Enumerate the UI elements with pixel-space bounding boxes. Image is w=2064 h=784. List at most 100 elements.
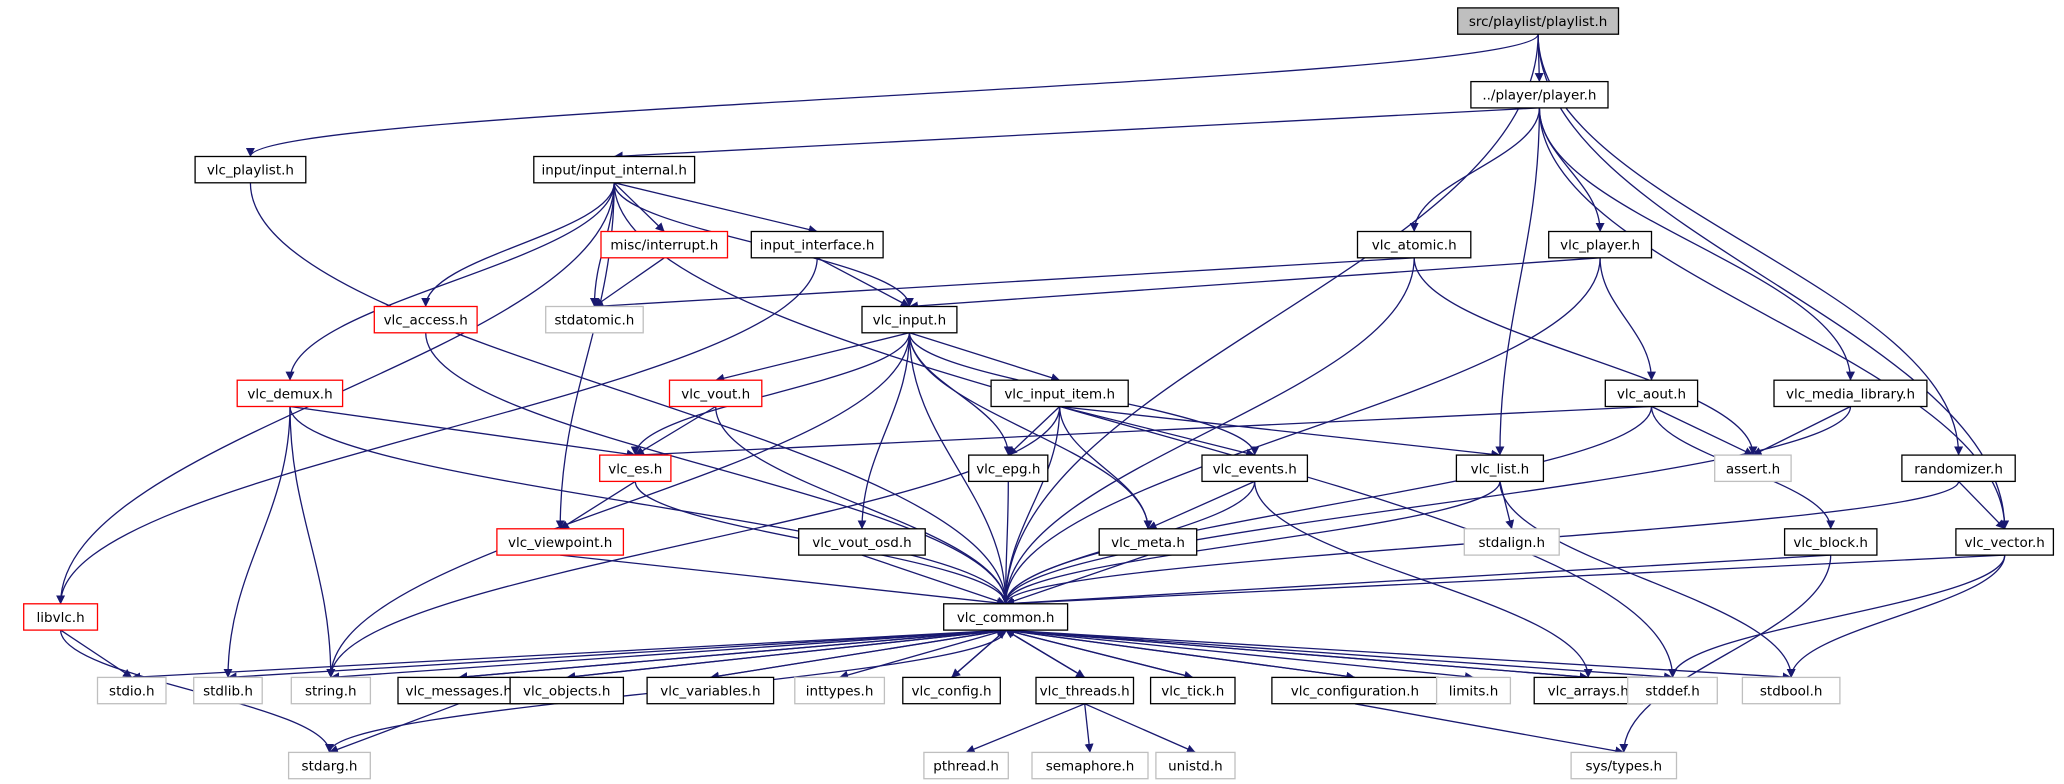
node-label: vlc_epg.h bbox=[976, 461, 1040, 477]
edge-vlc-epg-to-vlc-common bbox=[1001, 481, 1011, 605]
node-limits[interactable]: limits.h bbox=[1435, 676, 1512, 705]
node-box bbox=[1955, 528, 2055, 556]
node-label: vlc_playlist.h bbox=[207, 163, 294, 179]
edge-vlc-input-item-to-vlc-common bbox=[1001, 406, 1061, 605]
node-vlc-arrays[interactable]: vlc_arrays.h bbox=[1533, 676, 1643, 705]
edge-randomizer-to-vlc-vector bbox=[1958, 480, 2006, 530]
edge-vlc-atomic-to-vlc-common bbox=[1001, 257, 1415, 605]
node-vlc-aout[interactable]: vlc_aout.h bbox=[1604, 379, 1699, 408]
edge-vlc-vout-to-vlc-es bbox=[634, 405, 717, 456]
node-assert[interactable]: assert.h bbox=[1714, 454, 1792, 483]
node-box bbox=[1149, 676, 1236, 705]
node-stdatomic[interactable]: stdatomic.h bbox=[545, 305, 644, 334]
node-stdio[interactable]: stdio.h bbox=[96, 676, 167, 705]
edge-vlc-demux-to-stdlib bbox=[223, 406, 291, 678]
node-label: vlc_messages.h bbox=[405, 684, 511, 700]
node-vlc-vout-osd[interactable]: vlc_vout_osd.h bbox=[798, 528, 926, 556]
node-vlc-meta[interactable]: vlc_meta.h bbox=[1098, 528, 1198, 556]
edge-vlc-meta-to-vlc-common bbox=[1005, 554, 1149, 606]
node-vlc-vector[interactable]: vlc_vector.h bbox=[1955, 528, 2055, 556]
node-input-interface[interactable]: input_interface.h bbox=[750, 230, 884, 259]
edge-vlc-messages-to-stdarg bbox=[329, 703, 459, 754]
node-semaphore[interactable]: semaphore.h bbox=[1031, 751, 1149, 780]
edge-vlc-threads-to-semaphore bbox=[1084, 703, 1094, 753]
node-stdarg[interactable]: stdarg.h bbox=[287, 751, 371, 780]
edge-layer bbox=[56, 33, 2010, 756]
node-box bbox=[923, 751, 1009, 780]
node-vlc-messages[interactable]: vlc_messages.h bbox=[397, 676, 520, 705]
edge-vlc-list-to-vlc-common bbox=[1001, 481, 1501, 605]
edge-vlc-input-item-to-vlc-list bbox=[1059, 405, 1501, 459]
node-stddef[interactable]: stddef.h bbox=[1627, 676, 1718, 705]
node-vlc-tick[interactable]: vlc_tick.h bbox=[1149, 676, 1236, 705]
node-vlc-objects[interactable]: vlc_objects.h bbox=[509, 676, 625, 705]
edge-vlc-media-library-to-vlc-common bbox=[1001, 406, 1852, 605]
node-root[interactable]: src/playlist/playlist.h bbox=[1457, 7, 1620, 35]
edge-vlc-common-to-limits bbox=[1005, 629, 1474, 682]
node-string[interactable]: string.h bbox=[290, 676, 372, 705]
node-randomizer[interactable]: randomizer.h bbox=[1901, 454, 2016, 483]
node-inttypes[interactable]: inttypes.h bbox=[794, 676, 886, 705]
node-interrupt[interactable]: misc/interrupt.h bbox=[600, 230, 729, 259]
node-label: vlc_tick.h bbox=[1161, 684, 1224, 700]
node-vlc-access[interactable]: vlc_access.h bbox=[373, 305, 478, 334]
edge-vlc-tick-to-vlc-common bbox=[1005, 627, 1193, 679]
node-label: vlc_demux.h bbox=[247, 386, 332, 402]
node-vlc-events[interactable]: vlc_events.h bbox=[1201, 454, 1309, 483]
edge-vlc-common-to-string bbox=[330, 629, 1006, 682]
node-label: stdio.h bbox=[109, 684, 155, 700]
node-vlc-config[interactable]: vlc_config.h bbox=[902, 676, 1001, 705]
node-vlc-configuration[interactable]: vlc_configuration.h bbox=[1271, 676, 1439, 705]
node-stdlib[interactable]: stdlib.h bbox=[193, 676, 263, 705]
node-label: stdarg.h bbox=[302, 759, 358, 775]
node-vlc-viewpoint[interactable]: vlc_viewpoint.h bbox=[496, 528, 625, 556]
node-box bbox=[496, 528, 625, 556]
node-vlc-block[interactable]: vlc_block.h bbox=[1783, 528, 1878, 556]
edge-vlc-common-to-inttypes bbox=[839, 629, 1006, 680]
node-sys-types[interactable]: sys/types.h bbox=[1570, 751, 1678, 780]
node-box bbox=[1155, 751, 1236, 780]
node-label: stddef.h bbox=[1645, 684, 1699, 700]
node-input-internal[interactable]: input/input_internal.h bbox=[533, 155, 696, 184]
node-label: stdalign.h bbox=[1478, 535, 1545, 551]
edge-vlc-config-to-vlc-common bbox=[951, 629, 1007, 678]
edge-vlc-vector-to-stddef bbox=[1668, 555, 2006, 678]
node-stdalign[interactable]: stdalign.h bbox=[1463, 528, 1560, 556]
edge-vlc-list-to-stdbool bbox=[1499, 481, 1796, 678]
edge-interrupt-to-stdatomic bbox=[594, 257, 665, 308]
edge-vlc-input-to-vlc-es bbox=[630, 332, 911, 456]
node-label: src/playlist/playlist.h bbox=[1469, 14, 1607, 30]
node-vlc-es[interactable]: vlc_es.h bbox=[599, 454, 672, 483]
node-vlc-epg[interactable]: vlc_epg.h bbox=[968, 454, 1049, 483]
node-vlc-demux[interactable]: vlc_demux.h bbox=[236, 379, 344, 408]
node-label: stdatomic.h bbox=[554, 313, 634, 329]
edge-vlc-events-to-vlc-meta bbox=[1147, 480, 1255, 530]
node-box bbox=[1741, 676, 1841, 705]
node-vlc-playlist[interactable]: vlc_playlist.h bbox=[194, 155, 307, 184]
node-vlc-list[interactable]: vlc_list.h bbox=[1455, 454, 1545, 483]
node-vlc-atomic[interactable]: vlc_atomic.h bbox=[1356, 230, 1472, 259]
node-unistd[interactable]: unistd.h bbox=[1155, 751, 1236, 780]
node-pthread[interactable]: pthread.h bbox=[923, 751, 1009, 780]
node-libvlc[interactable]: libvlc.h bbox=[23, 603, 99, 631]
node-vlc-input[interactable]: vlc_input.h bbox=[861, 305, 958, 334]
node-label: vlc_objects.h bbox=[523, 684, 610, 700]
node-vlc-variables[interactable]: vlc_variables.h bbox=[646, 676, 775, 705]
node-player[interactable]: ../player/player.h bbox=[1470, 80, 1609, 109]
node-vlc-input-item[interactable]: vlc_input_item.h bbox=[990, 379, 1129, 408]
node-vlc-player[interactable]: vlc_player.h bbox=[1548, 230, 1653, 259]
node-box bbox=[397, 676, 520, 705]
node-stdbool[interactable]: stdbool.h bbox=[1741, 676, 1841, 705]
node-label: vlc_atomic.h bbox=[1372, 238, 1457, 254]
node-box bbox=[287, 751, 371, 780]
node-box bbox=[509, 676, 625, 705]
node-vlc-media-library[interactable]: vlc_media_library.h bbox=[1773, 379, 1928, 408]
node-box bbox=[1457, 7, 1620, 35]
node-vlc-common[interactable]: vlc_common.h bbox=[943, 603, 1069, 631]
node-label: vlc_vout_osd.h bbox=[812, 535, 911, 551]
node-label: vlc_aout.h bbox=[1617, 386, 1686, 402]
node-vlc-vout[interactable]: vlc_vout.h bbox=[668, 379, 763, 408]
node-vlc-threads[interactable]: vlc_threads.h bbox=[1035, 676, 1135, 705]
node-box bbox=[290, 676, 372, 705]
edge-vlc-input-item-to-vlc-epg bbox=[1007, 406, 1061, 456]
